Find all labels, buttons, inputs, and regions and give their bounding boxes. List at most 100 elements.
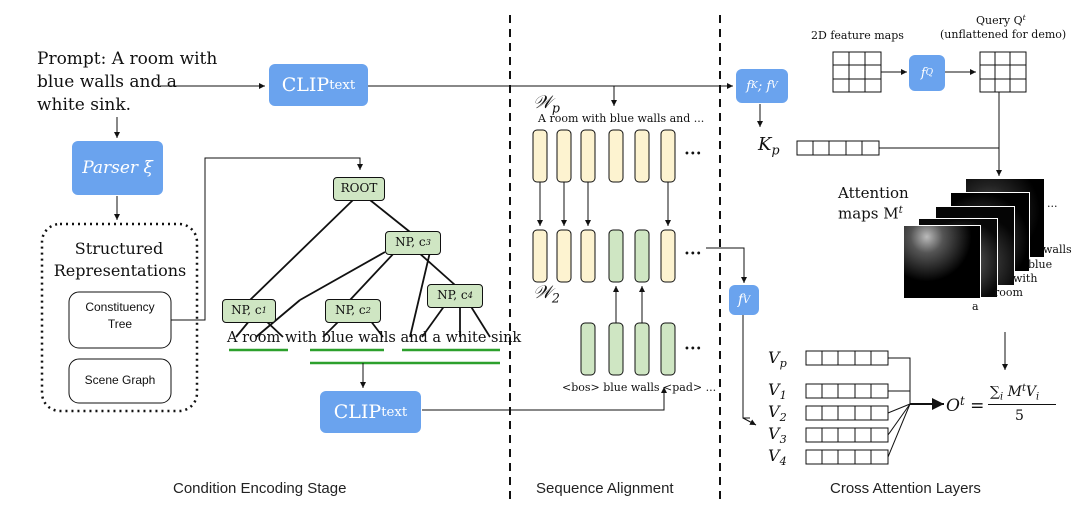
structured-box (40, 222, 199, 413)
vp-symbol: V (768, 348, 780, 367)
arrow-seq-fv (706, 247, 747, 283)
vp-sub: p (779, 356, 787, 370)
attention-map-1 (903, 225, 981, 299)
np2-label: NP, c (335, 303, 366, 318)
np2-sub: 2 (365, 305, 371, 316)
tree-node-root: ROOT (333, 177, 385, 201)
kp-symbol: K (758, 134, 772, 155)
value-label-1: V1 (768, 381, 787, 402)
output-sup: t (959, 394, 965, 408)
seq-arrows (537, 182, 671, 323)
structured-title-2: Representations (53, 261, 187, 280)
fq-sub: Q (925, 68, 934, 78)
wp-symbol: 𝒲 (533, 92, 552, 113)
v1-sub: 1 (779, 388, 787, 402)
np1-label: NP, c (231, 303, 262, 318)
arrow-fv-values (742, 417, 757, 426)
sum-i: i (1000, 391, 1004, 403)
sum-symbol: ∑ (990, 383, 1000, 400)
fv-box-sub: V (743, 294, 751, 306)
output-numerator: ∑i MtVi (990, 383, 1040, 403)
np3-label: NP, c (395, 235, 426, 250)
v3-symbol: V (768, 424, 780, 443)
prompt-line-3: white sink. (37, 95, 132, 115)
fraction-bar (988, 404, 1056, 405)
wp-sub: p (551, 100, 560, 116)
dots-middle: ••• (684, 249, 702, 260)
arrow-clip-seq (422, 387, 667, 411)
fk-sub: K (751, 81, 758, 91)
line-fv-down (742, 312, 750, 419)
attention-label-1: Attention (838, 184, 909, 202)
value-merge-lines (887, 357, 942, 458)
fv-sep: ; f (757, 78, 772, 94)
underlines (229, 348, 500, 365)
kp-label: Kp (758, 135, 780, 157)
tree-sentence: A room with blue walls and a white sink (227, 330, 522, 346)
constituency-label-1: Constituency (85, 300, 155, 314)
num-m: M (1003, 383, 1022, 400)
value-label-4: V4 (768, 447, 787, 468)
feature-maps-label: 2D feature maps (811, 29, 904, 42)
fv-label: f (737, 292, 744, 308)
v1-symbol: V (768, 380, 780, 399)
attention-line2: maps M (838, 204, 899, 223)
w2-label: 𝒲2 (533, 283, 560, 305)
value-label-2: V2 (768, 403, 787, 424)
v2-sub: 2 (779, 410, 787, 424)
v4-sub: 4 (779, 454, 787, 468)
value-label-3: V3 (768, 425, 787, 446)
clip-bottom-label: CLIP (333, 401, 382, 423)
prompt-line-1: Prompt: A room with (37, 49, 218, 69)
clip-top-label: CLIP (281, 74, 330, 96)
attention-label-2: maps Mt (838, 204, 903, 223)
attention-word-blue: blue (1028, 258, 1053, 271)
attention-word-with: with (1013, 272, 1038, 285)
num-vi: i (1036, 391, 1040, 403)
tree-edges (235, 199, 491, 338)
np1-sub: 1 (261, 305, 267, 316)
v2-symbol: V (768, 402, 780, 421)
stage-label-cross-attention: Cross Attention Layers (830, 480, 981, 497)
value-grids (805, 350, 889, 465)
output-o: O (946, 395, 960, 416)
scene-graph-label: Scene Graph (84, 373, 156, 387)
scene-graph-box (68, 358, 172, 404)
wp-text: A room with blue walls and ... (538, 112, 705, 125)
np4-sub: 4 (467, 290, 473, 301)
v3-sub: 3 (779, 432, 787, 446)
np3-sub: 3 (425, 237, 431, 248)
feature-map-grid (832, 51, 882, 93)
v4-symbol: V (768, 446, 780, 465)
clip-top-sub: text (329, 77, 356, 93)
constituency-label-2: Tree (107, 317, 133, 331)
prompt-line-2: blue walls and a (37, 72, 177, 92)
kp-grid (796, 140, 880, 156)
attention-word-walls: walls (1043, 243, 1072, 256)
stage-label-sequence-alignment: Sequence Alignment (536, 480, 674, 497)
arrow-tree-root (171, 157, 363, 321)
output-denominator: 5 (1015, 408, 1024, 424)
attention-word-a: a (972, 300, 979, 313)
fk-label: f (746, 78, 752, 94)
attention-sup: t (898, 204, 903, 216)
clip-bottom-sub: text (381, 404, 408, 420)
w2-sub: 2 (551, 290, 560, 306)
fv-sub: V (771, 81, 778, 91)
output-lhs: Ot = (946, 394, 985, 416)
parser-box: Parser ξ (72, 141, 163, 195)
query-sub-label: (unflattened for demo) (940, 28, 1067, 41)
attention-ellipsis: ... (1047, 197, 1058, 210)
wp-label: 𝒲p (533, 93, 560, 115)
value-label-p: Vp (768, 349, 787, 370)
num-t: t (1021, 383, 1026, 394)
